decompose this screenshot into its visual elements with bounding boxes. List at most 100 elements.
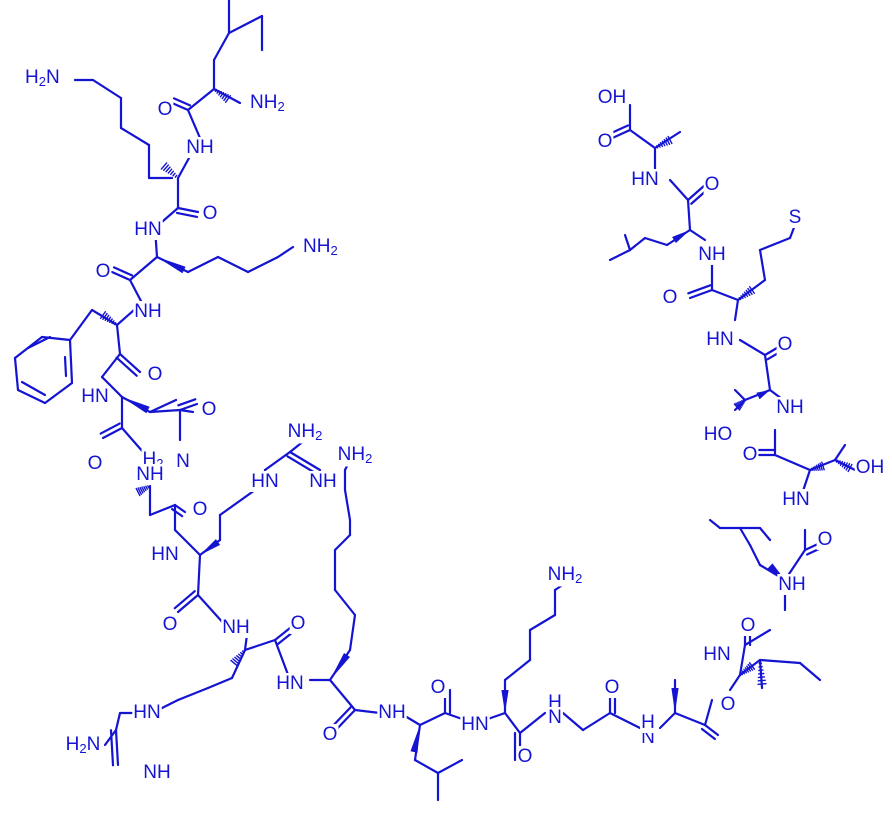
bond-6 (186, 87, 216, 112)
hashed-bond-stroke (657, 143, 661, 148)
amine-label: NH2 (249, 92, 286, 115)
bond-194 (668, 178, 690, 202)
bond-39 (68, 338, 74, 385)
svg-text:N: N (548, 707, 562, 728)
hydroxyl-label: HO (702, 424, 734, 446)
hashed-bond-stroke (234, 656, 241, 662)
nh-label: NH (775, 397, 805, 419)
nh-label: NH (308, 471, 338, 493)
hashed-bond-stroke (746, 665, 752, 672)
hashed-bond-stroke (815, 464, 819, 471)
bond-8 (172, 97, 192, 107)
oxygen-label: O (94, 261, 112, 283)
bond-73 (288, 450, 322, 472)
hashed-bond-stroke (835, 459, 839, 463)
svg-text:NH: NH (309, 471, 336, 492)
bond-100 (343, 488, 352, 522)
hashed-bond-stroke (145, 485, 148, 490)
svg-text:HN: HN (703, 644, 730, 665)
hashed-bond-stroke (667, 135, 673, 145)
svg-text:NH: NH (776, 397, 803, 418)
hashed-bond-stroke (843, 462, 848, 470)
oxygen-label: O (776, 334, 794, 356)
bond-182 (688, 288, 714, 300)
bond-188 (628, 236, 647, 252)
hashed-bond-stroke (739, 400, 744, 406)
wedge-bond (501, 690, 509, 713)
bond-106 (353, 708, 382, 715)
bond-61 (148, 503, 177, 517)
svg-text:O: O (518, 746, 533, 767)
bond-161 (833, 443, 847, 462)
bond-146 (743, 628, 772, 647)
svg-text:O: O (291, 613, 306, 634)
bond-162 (833, 458, 857, 472)
hashed-bond-stroke (172, 172, 176, 177)
hashed-bond-stroke (109, 318, 113, 324)
bond-28 (110, 270, 132, 282)
hashed-bond-stroke (740, 295, 744, 300)
bond-78 (196, 593, 227, 627)
bond-11 (91, 78, 123, 100)
wedge-bond (672, 230, 690, 244)
wedge-bond (410, 725, 420, 753)
bond-19 (175, 211, 199, 219)
bond-27 (128, 255, 159, 282)
hashed-bond-stroke (740, 672, 744, 676)
hydroxyl-label: OH (854, 457, 886, 479)
svg-text:NH: NH (378, 702, 405, 723)
bond-140 (758, 658, 802, 665)
bond-126 (518, 711, 547, 735)
svg-text:O: O (96, 261, 111, 282)
bond-45 (115, 356, 138, 377)
bond-3 (212, 31, 231, 62)
bond-86 (114, 728, 120, 767)
bond-65 (173, 528, 202, 557)
hashed-bond-stroke (757, 679, 766, 682)
bond-111 (436, 758, 464, 775)
hn-label: HN (781, 489, 811, 511)
nh-label: NH (142, 762, 172, 784)
bond-33 (68, 308, 94, 342)
hashed-bond-stroke (223, 94, 229, 102)
hashed-bond-stroke (135, 487, 141, 497)
bond-26 (276, 245, 295, 259)
svg-text:NH2: NH2 (338, 444, 373, 466)
svg-text:NH: NH (222, 617, 249, 638)
oxygen-label: O (191, 499, 209, 521)
bond-138 (728, 673, 742, 692)
bond-187 (643, 236, 669, 247)
bond-89 (243, 638, 277, 652)
svg-text:NH2: NH2 (548, 564, 583, 586)
hn-label: HN (80, 386, 110, 408)
svg-text:NH: NH (136, 464, 163, 485)
oxygen-label: O (156, 99, 174, 121)
oxygen-label: O (661, 287, 679, 309)
hashed-bond-stroke (663, 138, 668, 146)
svg-text:O: O (163, 614, 178, 635)
hn-label: HN (630, 169, 660, 191)
oxygen-label: O (603, 677, 621, 699)
bond-53 (178, 402, 199, 412)
bond-190 (623, 233, 632, 252)
bond-37 (16, 388, 47, 405)
bond-98 (333, 533, 352, 552)
nh-label: NH (221, 617, 251, 639)
bond-9 (186, 108, 202, 140)
bond-77 (173, 590, 196, 610)
hashed-bond-stroke (147, 485, 150, 489)
hashed-bond-stroke (169, 170, 175, 176)
hydroxyl-label: OH (596, 87, 628, 109)
hn-label: HN (275, 673, 305, 695)
bond-181 (710, 288, 740, 302)
hashed-bond-stroke (137, 487, 142, 495)
bond-51 (148, 408, 182, 414)
svg-text:O: O (663, 287, 678, 308)
hashed-bond-stroke (661, 140, 666, 147)
bond-38 (43, 381, 74, 405)
bond-58 (99, 422, 121, 435)
amine-label: NH2 (286, 421, 324, 444)
bond-13 (119, 126, 151, 147)
hashed-bond-stroke (238, 653, 243, 658)
